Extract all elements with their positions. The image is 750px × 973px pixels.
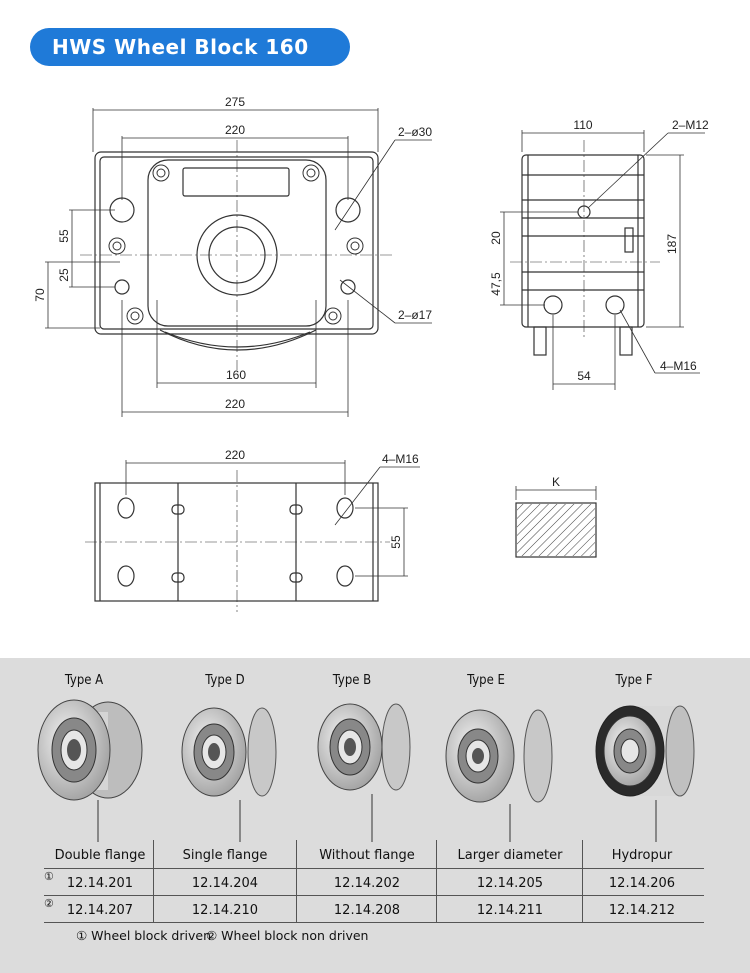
table-divider xyxy=(582,840,583,922)
dim-220-topview: 220 xyxy=(225,448,245,462)
table-cell: 12.14.207 xyxy=(66,903,134,918)
page-title: HWS Wheel Block 160 xyxy=(30,28,350,66)
dim-20: 20 xyxy=(489,231,503,245)
dim-4-m16-side: 4–M16 xyxy=(660,359,697,373)
table-cell: 12.14.204 xyxy=(191,876,259,891)
dim-220-top: 220 xyxy=(225,123,245,137)
col-without-flange: Without flange xyxy=(319,848,415,863)
dim-55-topview: 55 xyxy=(389,535,403,549)
table-divider xyxy=(436,840,437,922)
dim-187: 187 xyxy=(665,234,679,254)
dim-4-m16-top: 4–M16 xyxy=(382,452,419,466)
dim-54: 54 xyxy=(577,369,591,383)
table-divider xyxy=(296,840,297,922)
table-cell: 12.14.206 xyxy=(608,876,676,891)
side-view xyxy=(521,154,645,356)
col-hydropur: Hydropur xyxy=(611,848,673,863)
table-cell: 12.14.211 xyxy=(476,903,544,918)
type-e-label: Type E xyxy=(467,673,505,688)
dim-70: 70 xyxy=(33,288,47,302)
legend-non-driven: ② Wheel block non driven xyxy=(206,928,369,943)
table-rule xyxy=(44,922,704,923)
technical-drawing: 275 220 160 220 70 55 25 2–ø30 2–ø17 110… xyxy=(33,95,709,612)
table-cell: 12.14.201 xyxy=(66,876,134,891)
dim-55: 55 xyxy=(57,229,71,243)
type-d-label: Type D xyxy=(205,673,245,688)
dim-25: 25 xyxy=(57,268,71,282)
legend-driven: ① Wheel block driven xyxy=(76,928,211,943)
type-b-label: Type B xyxy=(332,673,372,688)
dim-110: 110 xyxy=(573,118,592,132)
wheel-type-e xyxy=(445,709,553,842)
table-cell: 12.14.202 xyxy=(333,876,401,891)
row-marker-non-driven: ② xyxy=(44,898,54,910)
section-k-label: K xyxy=(552,475,560,489)
table-cell: 12.14.205 xyxy=(476,876,544,891)
table-cell: 12.14.210 xyxy=(191,903,259,918)
row-marker-driven: ① xyxy=(44,871,54,883)
section-k xyxy=(515,486,597,558)
col-larger-diameter: Larger diameter xyxy=(457,848,563,863)
wheel-type-d xyxy=(181,707,277,842)
dim-275: 275 xyxy=(225,95,245,109)
wheel-type-f xyxy=(595,705,695,842)
wheel-illustrations xyxy=(37,699,695,842)
table-divider xyxy=(153,840,154,922)
table-rule xyxy=(44,868,704,869)
col-single-flange: Single flange xyxy=(182,848,268,863)
dim-47-5: 47,5 xyxy=(489,272,503,296)
dim-2-d30: 2–ø30 xyxy=(398,125,432,139)
col-double-flange: Double flange xyxy=(54,848,146,863)
front-view xyxy=(94,151,379,351)
table-cell: 12.14.212 xyxy=(608,903,676,918)
type-a-label: Type A xyxy=(64,673,104,688)
dim-220-bottom: 220 xyxy=(225,397,245,411)
dim-2-d17: 2–ø17 xyxy=(398,308,432,322)
table-rule xyxy=(44,895,704,896)
wheel-type-a xyxy=(37,699,143,842)
type-f-label: Type F xyxy=(615,673,653,688)
dim-160: 160 xyxy=(226,368,246,382)
dim-2-m12: 2–M12 xyxy=(672,118,709,132)
wheel-type-b xyxy=(317,703,411,842)
table-cell: 12.14.208 xyxy=(333,903,401,918)
